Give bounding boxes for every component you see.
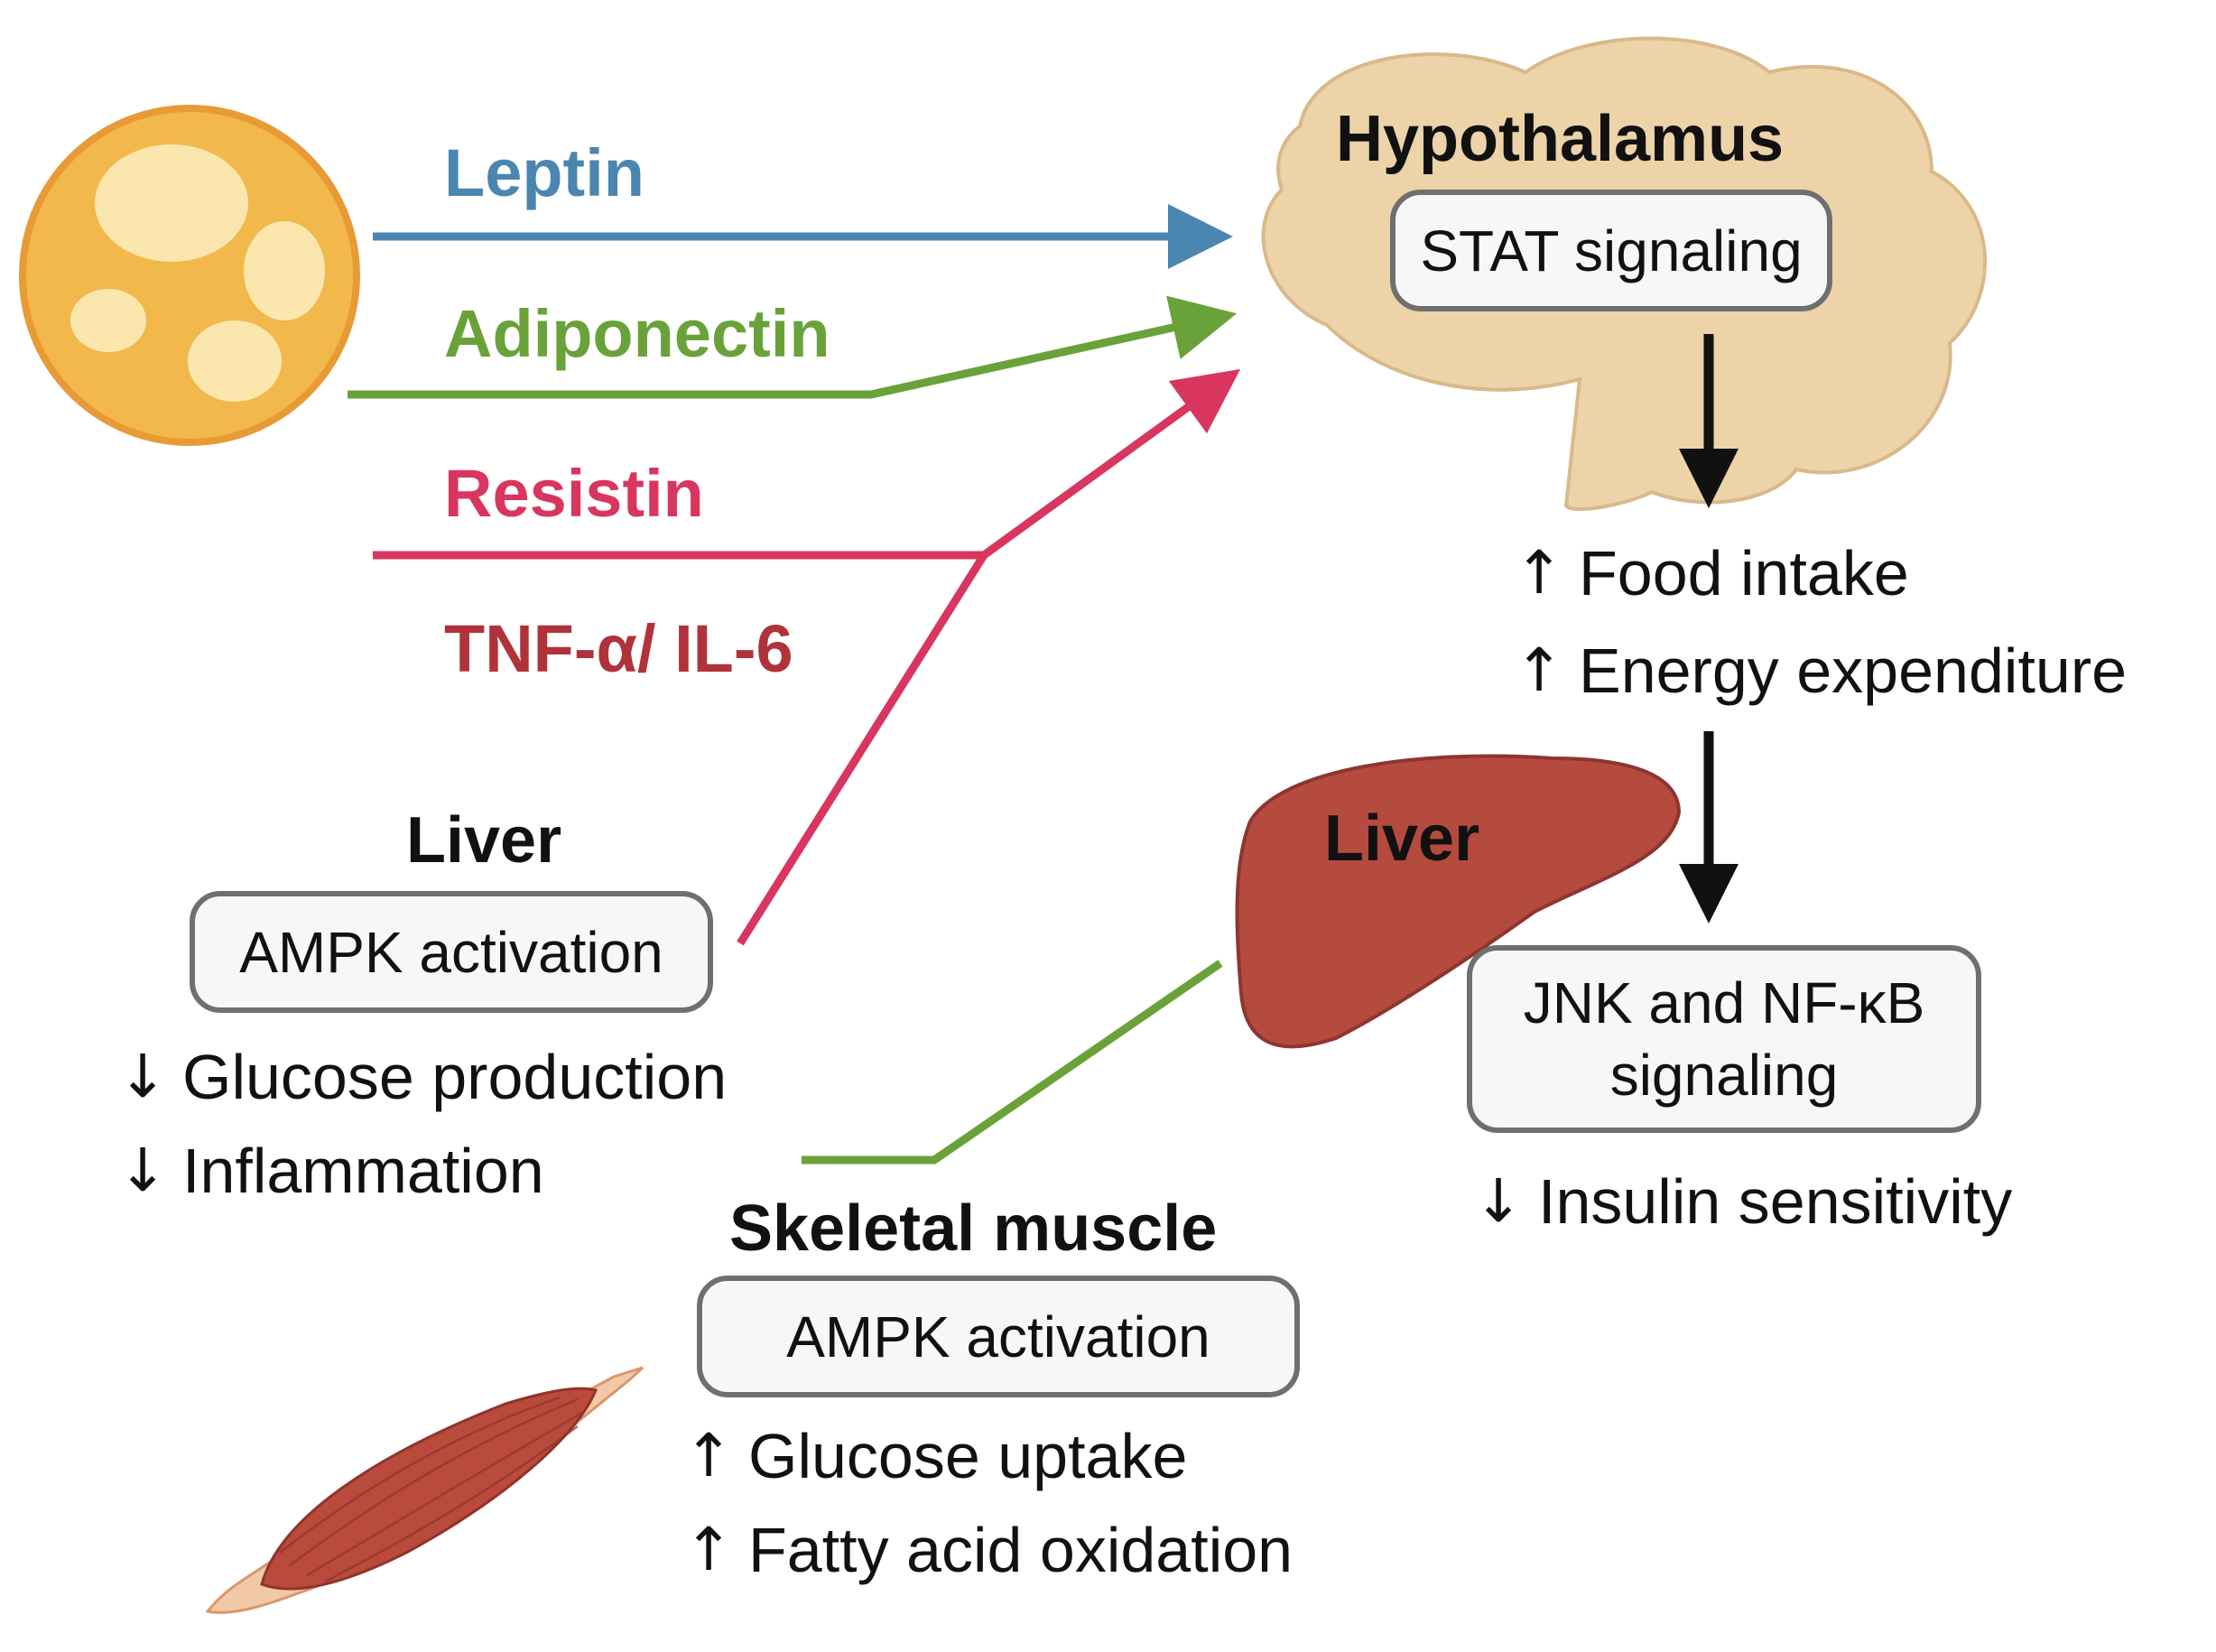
effect-food-intake: ↑ Food intake: [1512, 538, 1909, 608]
up-arrow-icon: ↑: [1514, 636, 1564, 705]
effect-label: Fatty acid oxidation: [748, 1515, 1293, 1585]
liver-ampk-label: AMPK activation: [239, 919, 663, 985]
effect-label: Insulin sensitivity: [1538, 1166, 2013, 1237]
adiponectin-arrow: [348, 295, 1238, 399]
liver-icon: [1235, 754, 1682, 1049]
up-arrow-icon: ↑: [683, 1515, 734, 1584]
effect-label: Glucose production: [182, 1042, 728, 1112]
down-arrow-icon: ↓: [117, 1042, 168, 1111]
skeletal-muscle-title: Skeletal muscle: [729, 1193, 1218, 1265]
adiponectin-label: Adiponectin: [444, 296, 830, 371]
muscle-ampk-box: AMPK activation: [697, 1276, 1300, 1397]
liver-right-title: Liver: [1324, 803, 1480, 875]
muscle-icon: [205, 1366, 644, 1614]
resistin-label: Resistin: [444, 456, 704, 531]
effect-insulin-sensitivity: ↓ Insulin sensitivity: [1471, 1170, 2012, 1233]
adipocyte-icon: [19, 105, 360, 446]
effect-energy-expenditure: ↑ Energy expenditure: [1512, 639, 2127, 702]
stat-signaling-box: STAT signaling: [1390, 190, 1832, 311]
effect-label: Energy expenditure: [1579, 636, 2128, 706]
up-arrow-icon: ↑: [1514, 538, 1564, 608]
stat-signaling-label: STAT signaling: [1420, 218, 1803, 283]
effect-glucose-production: ↓ Glucose production: [116, 1045, 727, 1109]
tnf-il6-arrow: [737, 368, 1241, 946]
jnk-nfkb-box: JNK and NF-κB signaling: [1467, 945, 1981, 1133]
effect-label: Glucose uptake: [748, 1421, 1188, 1491]
down-arrow-icon: ↓: [1473, 1166, 1524, 1236]
muscle-ampk-label: AMPK activation: [786, 1304, 1210, 1369]
adiponectin-liver-muscle-line: [802, 960, 1223, 1165]
jnk-nfkb-label-line2: signaling: [1609, 1043, 1839, 1108]
jnk-nfkb-label: JNK and NF-κB: [1523, 970, 1925, 1035]
down-arrow-icon: ↓: [117, 1136, 168, 1205]
hypothalamus-title: Hypothalamus: [1336, 103, 1785, 175]
effect-inflammation: ↓ Inflammation: [116, 1136, 544, 1206]
effect-fatty-acid-oxidation: ↑ Fatty acid oxidation: [681, 1518, 1293, 1582]
effect-label: Food intake: [1579, 538, 1909, 608]
up-arrow-icon: ↑: [683, 1421, 734, 1490]
leptin-label: Leptin: [444, 135, 644, 210]
liver-ampk-box: AMPK activation: [190, 891, 713, 1013]
effect-glucose-uptake: ↑ Glucose uptake: [681, 1425, 1187, 1488]
liver-left-title: Liver: [406, 804, 562, 877]
tnf-il6-label: TNF-α/ IL-6: [444, 611, 793, 686]
effect-label: Inflammation: [182, 1136, 544, 1206]
